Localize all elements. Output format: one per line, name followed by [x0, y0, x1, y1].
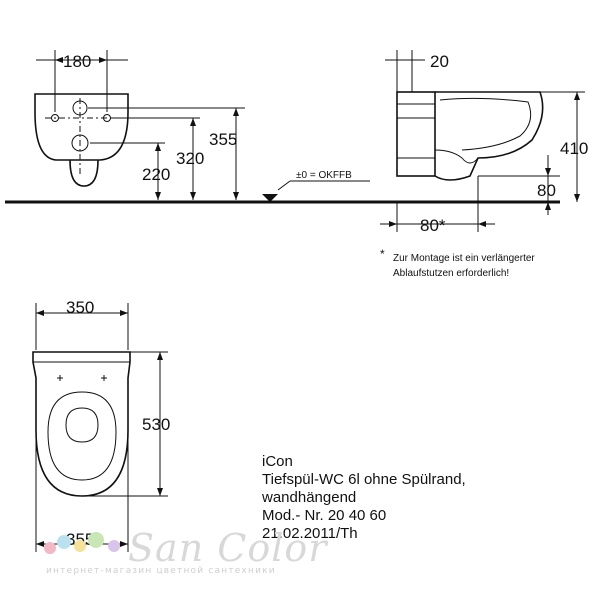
plan-rim — [47, 391, 117, 481]
watermark-dot — [57, 535, 71, 549]
note-asterisk: * — [380, 247, 385, 261]
mounting-note: Zur Montage ist ein verlängerter Ablaufs… — [393, 251, 535, 281]
floor-label: ±0 = OKFFB — [296, 170, 352, 181]
plan-fixing-left — [57, 375, 63, 381]
mounting-note-line1: Zur Montage ist ein verlängerter — [393, 253, 535, 264]
dim-80star-label: 80* — [420, 216, 446, 235]
front-view: 180 355 320 220 — [34, 50, 245, 200]
dim-320-label: 320 — [176, 149, 204, 168]
front-drain-pipe — [69, 159, 99, 187]
product-model-number: Mod.- Nr. 20 40 60 — [262, 507, 387, 524]
dim-180-label: 180 — [63, 52, 91, 71]
dim-530-label: 530 — [142, 415, 170, 434]
front-hole-left — [51, 114, 59, 122]
side-bowl-inner — [439, 97, 532, 151]
side-view: 20 410 80 80* * — [380, 50, 588, 261]
side-bowl-outline — [434, 91, 544, 181]
dim-80-label: 80 — [537, 181, 556, 200]
front-bowl-outline — [34, 93, 129, 161]
product-date: 21.02.2011/Th — [262, 525, 358, 542]
side-trap — [434, 149, 479, 164]
floor-marker-triangle — [262, 194, 278, 202]
mounting-note-line2: Ablaufstutzen erforderlich! — [393, 268, 510, 279]
dim-20-label: 20 — [430, 52, 449, 71]
dim-355b-label: 355 — [66, 530, 94, 549]
watermark-tagline: интернет-магазин цветной сантехники — [46, 566, 276, 576]
side-wall-mount — [396, 91, 436, 177]
dim-410-label: 410 — [560, 139, 588, 158]
watermark-dot — [44, 542, 56, 554]
product-series: iCon — [262, 453, 293, 470]
product-mount-type: wandhängend — [262, 489, 357, 506]
floor-marker-leader — [277, 180, 291, 191]
dim-220-label: 220 — [142, 165, 170, 184]
watermark-brand: San Color — [128, 526, 328, 570]
watermark-dot — [88, 532, 104, 548]
plan-drain — [65, 407, 99, 443]
watermark-dots-icon — [44, 532, 120, 554]
plan-view: 350 530 355 — [32, 298, 170, 552]
watermark-dot — [108, 540, 120, 552]
dim-350-label: 350 — [66, 298, 94, 317]
plan-fixing-right — [101, 375, 107, 381]
product-info: iCon Tiefspül-WC 6l ohne Spülrand, wandh… — [262, 453, 466, 543]
dim-355-label: 355 — [209, 130, 237, 149]
product-description: Tiefspül-WC 6l ohne Spülrand, — [262, 471, 466, 488]
floor-marker: ±0 = OKFFB — [262, 170, 370, 202]
watermark-dot — [74, 540, 86, 552]
